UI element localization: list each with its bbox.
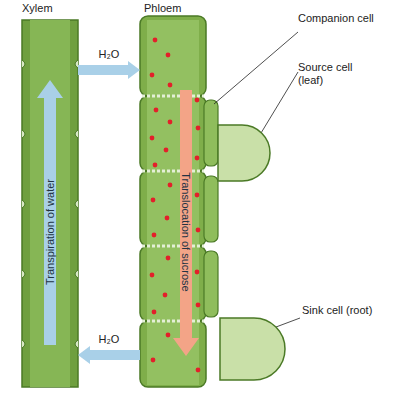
sucrose-dot (151, 198, 156, 203)
cell-outline (218, 125, 270, 181)
sucrose-dot (153, 163, 158, 168)
flow-label: H₂O (99, 333, 120, 346)
sucrose-dot (166, 333, 171, 338)
sucrose-dot (168, 83, 173, 88)
sucrose-dot (195, 270, 200, 275)
water-flow-arrow (78, 61, 140, 79)
xylem-pits (22, 60, 78, 348)
sucrose-dot (150, 273, 155, 278)
vascular-tube: XylemTranspiration of water (22, 22, 78, 387)
sucrose-dot (151, 358, 156, 363)
sucrose-dot (163, 293, 168, 298)
sucrose-dot (168, 183, 173, 188)
sucrose-dot (168, 120, 173, 125)
phloem-column (140, 16, 206, 387)
structure-label: Source cell (leaf) (298, 61, 380, 87)
sucrose-dot (196, 303, 201, 308)
vascular-tube: PhloemTranslocation of sucrose (140, 22, 206, 387)
xylem-tube (22, 20, 78, 387)
sucrose-dot (164, 148, 169, 153)
companion-cell-shape (204, 251, 218, 317)
sucrose-dot (152, 310, 157, 315)
sieve-plate (142, 320, 204, 323)
phloem-lumen (147, 20, 199, 385)
flow-label: H₂O (99, 48, 120, 61)
structure-label: Xylem (22, 2, 82, 15)
arrow-shaft (78, 65, 128, 75)
xylem-lumen (30, 20, 70, 387)
structure-label: Sink cell (root) (302, 304, 384, 317)
arrow-head (78, 346, 90, 364)
cell-outline (220, 318, 286, 380)
companion-cells (204, 100, 218, 317)
structure-label: Phloem (144, 2, 204, 15)
cell-membrane (220, 318, 285, 380)
companion-cell-shape (204, 176, 218, 242)
arrow-head (128, 61, 140, 79)
sucrose-dot (166, 53, 171, 58)
leader-lines (214, 32, 300, 330)
sucrose-dot (196, 368, 201, 373)
part-label: Companion cell (298, 12, 380, 25)
sieve-plates (142, 96, 204, 321)
sucrose-dot (153, 38, 158, 43)
flow-label: Translocation of sucrose (180, 172, 192, 291)
sieve-plate (142, 245, 204, 248)
sucrose-dot (150, 136, 155, 141)
water-arrow (37, 80, 63, 345)
sucrose-dot (165, 216, 170, 221)
sieve-plate (142, 95, 204, 98)
sucrose-dot (196, 228, 201, 233)
sucrose-dot (154, 108, 159, 113)
plant-cell: Source cell (leaf) (218, 125, 270, 181)
sucrose-dot (195, 156, 200, 161)
cell-membrane (218, 125, 270, 181)
plant-cell: Sink cell (root) (220, 318, 286, 380)
sieve-plate (142, 170, 204, 173)
sucrose-dot (152, 233, 157, 238)
sucrose-dot (195, 98, 200, 103)
arrow-shaft (90, 350, 140, 360)
sucrose-dot (196, 126, 201, 131)
sucrose-dot (150, 73, 155, 78)
companion-cell-shape (204, 100, 218, 166)
xylem-wall (22, 20, 78, 387)
sucrose-arrow (173, 90, 199, 356)
leader-line (258, 72, 298, 138)
sucrose-dot (195, 193, 200, 198)
flow-label: Transpiration of water (44, 179, 56, 285)
sucrose-dot (166, 256, 171, 261)
water-flow-arrow (78, 346, 140, 364)
